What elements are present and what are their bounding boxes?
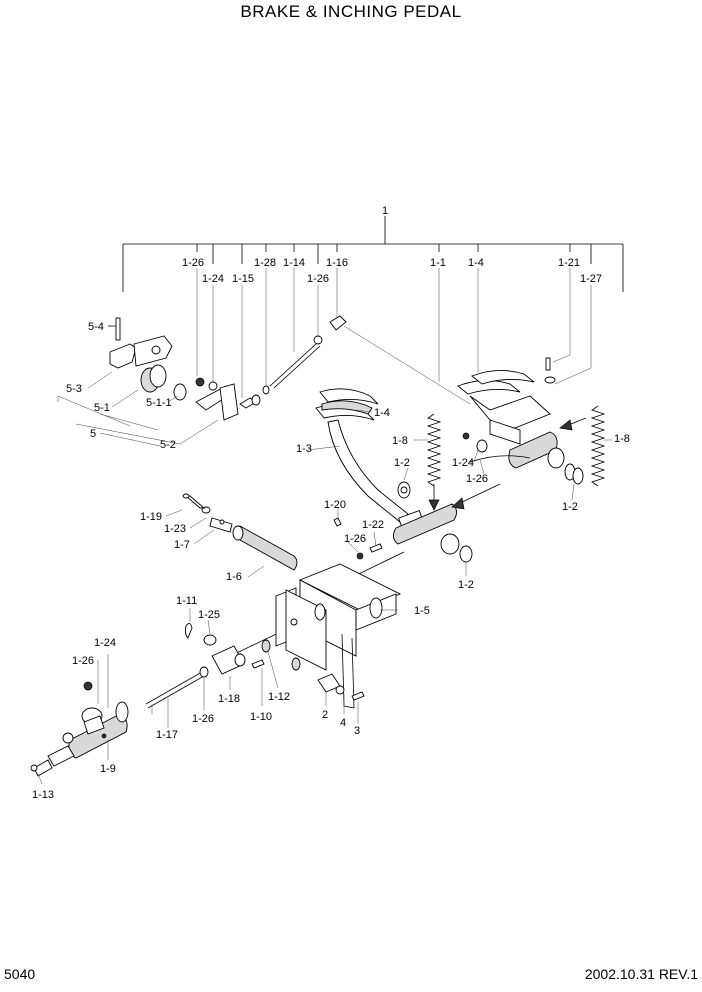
- inching-pedal: [457, 357, 584, 485]
- callout-1-26: 1-26: [307, 273, 329, 285]
- spring-right: [590, 405, 606, 487]
- spring-left: [426, 413, 442, 487]
- callout-1-28: 1-28: [254, 257, 276, 269]
- callout-labels: 1 1-26 1-24 1-15 1-28 1-14 1-26 1-16 1-1…: [32, 205, 630, 801]
- callout-5-1-1: 5-1-1: [146, 397, 172, 409]
- callout-1-4: 1-4: [374, 407, 390, 419]
- callout-4: 4: [340, 717, 346, 729]
- callout-5-2: 5-2: [160, 439, 176, 451]
- callout-5: 5: [90, 428, 96, 440]
- callout-1: 1: [382, 205, 388, 217]
- callout-2: 2: [322, 709, 328, 721]
- brake-pedal: [315, 388, 473, 563]
- page-number: 5040: [4, 966, 36, 982]
- callout-1-23: 1-23: [164, 523, 186, 535]
- callout-1-25: 1-25: [198, 609, 220, 621]
- callout-1-8: 1-8: [614, 433, 630, 445]
- leader-lines-top: [196, 268, 592, 398]
- linkage-group-5: [57, 315, 471, 445]
- callout-1-26: 1-26: [182, 257, 204, 269]
- springs-1-8: [426, 405, 606, 487]
- callout-1-24: 1-24: [94, 637, 116, 649]
- leader-lines-5: [87, 325, 219, 447]
- callout-1-5: 1-5: [414, 605, 430, 617]
- callout-1-2: 1-2: [394, 457, 410, 469]
- callout-1-16: 1-16: [326, 257, 348, 269]
- callout-1-12: 1-12: [268, 691, 290, 703]
- callout-1-24: 1-24: [452, 457, 474, 469]
- push-rod-1-17: [83, 623, 365, 714]
- mounting-bracket-1-5: [275, 563, 402, 709]
- callout-1-7: 1-7: [174, 539, 190, 551]
- callout-1-15: 1-15: [232, 273, 254, 285]
- callout-1-18: 1-18: [218, 693, 240, 705]
- callout-1-8: 1-8: [392, 435, 408, 447]
- callout-5-1: 5-1: [94, 402, 110, 414]
- callout-1-3: 1-3: [296, 443, 312, 455]
- callout-1-1: 1-1: [430, 257, 446, 269]
- callout-1-4: 1-4: [468, 257, 484, 269]
- callout-1-10: 1-10: [250, 711, 272, 723]
- callout-1-22: 1-22: [362, 519, 384, 531]
- callout-1-19: 1-19: [140, 511, 162, 523]
- callout-1-26: 1-26: [72, 655, 94, 667]
- callout-1-2: 1-2: [458, 579, 474, 591]
- pivot-shaft-1-6: [182, 493, 383, 571]
- callout-1-21: 1-21: [558, 257, 580, 269]
- assembly-bracket-1: [122, 216, 624, 292]
- callout-1-14: 1-14: [283, 257, 305, 269]
- callout-5-3: 5-3: [66, 383, 82, 395]
- callout-1-17: 1-17: [156, 729, 178, 741]
- callout-1-11: 1-11: [176, 595, 197, 607]
- callout-1-27: 1-27: [580, 273, 602, 285]
- revision-date: 2002.10.31 REV.1: [584, 966, 698, 982]
- callout-1-26: 1-26: [192, 713, 214, 725]
- callout-3: 3: [354, 725, 360, 737]
- callout-1-26: 1-26: [466, 473, 488, 485]
- page-title: BRAKE & INCHING PEDAL: [240, 2, 462, 21]
- callout-1-13: 1-13: [32, 789, 54, 801]
- leader-lines-lower: [37, 409, 612, 785]
- callout-1-2: 1-2: [562, 501, 578, 513]
- callout-5-4: 5-4: [88, 321, 104, 333]
- callout-1-9: 1-9: [100, 763, 116, 775]
- master-cylinder-1-9: [30, 701, 129, 777]
- callout-1-20: 1-20: [324, 499, 346, 511]
- callout-1-6: 1-6: [226, 571, 242, 583]
- callout-1-26: 1-26: [344, 533, 366, 545]
- callout-1-24: 1-24: [202, 273, 224, 285]
